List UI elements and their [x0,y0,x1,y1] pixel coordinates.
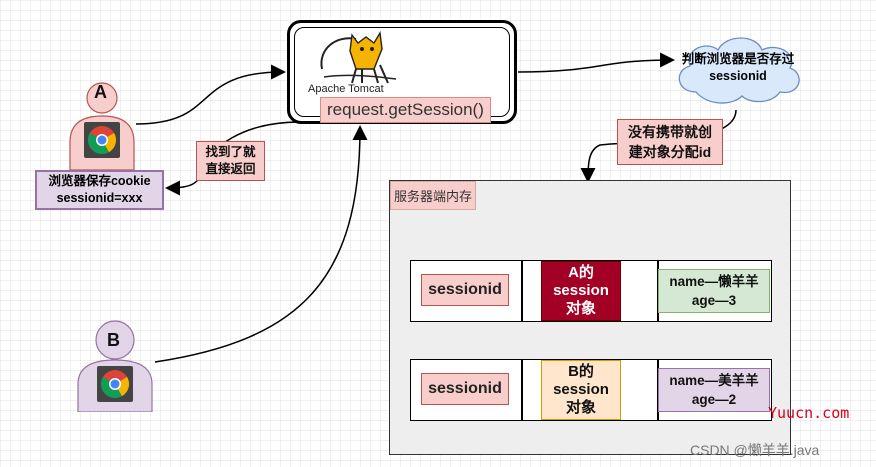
create-note-line1: 没有携带就创 [628,124,712,140]
session-key: sessionid [421,373,509,405]
user-b-label: B [107,330,120,350]
tomcat-cat-logo-icon [320,30,397,84]
session-attributes-b: name—美羊羊 age—2 [658,368,770,412]
session-object-a: A的 session 对象 [541,261,621,321]
user-b: B [76,320,154,413]
user-a-label: A [94,82,107,102]
arrow-tomcat-to-cloud [517,52,675,73]
arrow-b-to-tomcat [154,125,368,363]
cloud-note-line2: sessionid [709,69,767,83]
object-line2: session [553,381,609,398]
cloud-note-line1: 判断浏览器是否存过 [681,52,795,66]
cookie-note-line2: sessionid=xxx [56,191,143,205]
chrome-icon [84,122,120,158]
arrow-a-to-tomcat [135,64,286,125]
found-return-note: 找到了就 直接返回 [196,141,265,181]
object-line1: B的 [568,363,594,380]
get-session-method: request.getSession() [320,97,491,123]
cloud-note: 判断浏览器是否存过 sessionid [668,30,808,108]
attr-line2: age—2 [691,392,737,407]
session-attributes-a: name—懒羊羊 age—3 [658,269,770,313]
cloud-shape-icon [678,37,800,104]
user-a: A [66,82,138,171]
chrome-icon [97,366,133,402]
found-note-line1: 找到了就 [205,145,256,159]
create-session-note: 没有携带就创 建对象分配id [617,119,723,165]
watermark-site: Yuucn.com [768,404,850,422]
attr-line1: name—懒羊羊 [669,274,759,289]
attr-line2: age—3 [691,293,737,308]
server-memory: 服务器端内存 sessionid A的 session 对象 name—懒羊羊 … [389,180,791,455]
tomcat-server: Apache Tomcat request.getSession() [287,20,517,124]
session-row-a: sessionid A的 session 对象 name—懒羊羊 age—3 [410,260,772,322]
create-note-line2: 建对象分配id [628,144,712,160]
found-note-line2: 直接返回 [205,162,256,176]
object-line1: A的 [568,264,594,281]
server-memory-title: 服务器端内存 [390,181,477,210]
cookie-note: 浏览器保存cookie sessionid=xxx [35,170,164,210]
session-row-b: sessionid B的 session 对象 name—美羊羊 age—2 [410,359,772,421]
attr-line1: name—美羊羊 [669,373,759,388]
cookie-note-line1: 浏览器保存cookie [48,174,151,188]
session-key: sessionid [421,274,509,306]
watermark-csdn: CSDN @懒羊羊.java [690,442,820,458]
object-line3: 对象 [565,300,596,317]
object-line3: 对象 [565,399,596,416]
session-object-b: B的 session 对象 [541,360,621,420]
tomcat-brand: Apache Tomcat [308,83,384,95]
object-line2: session [553,282,609,299]
